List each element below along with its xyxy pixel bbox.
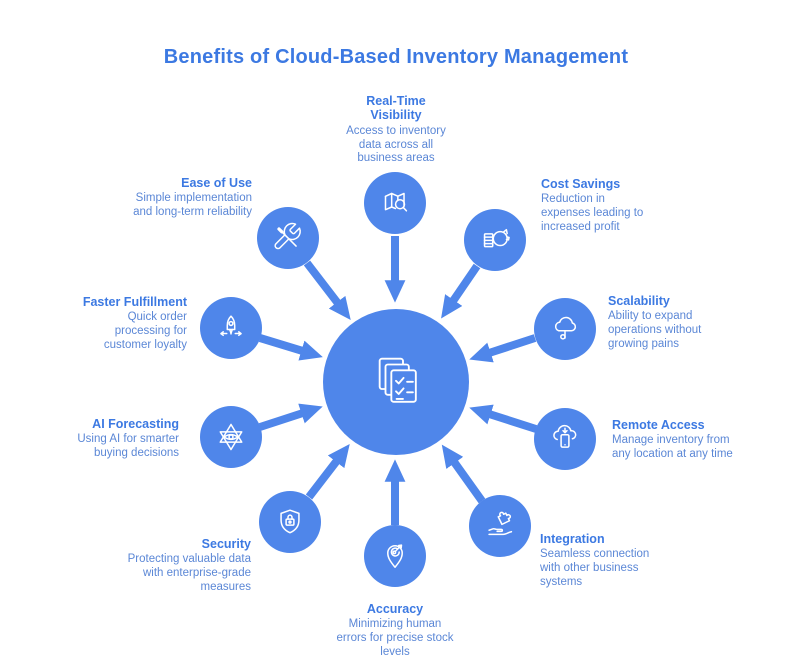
arrow-faster-fulfillment — [258, 334, 323, 361]
ease-of-use-label: Ease of Use Simple implementation and lo… — [118, 176, 252, 220]
security-label: Security Protecting valuable data with e… — [119, 537, 251, 595]
security-circle — [259, 491, 321, 553]
scalability-label: Scalability Ability to expand operations… — [608, 294, 730, 352]
ai-forecasting-label: AI Forecasting Using AI for smarter buyi… — [47, 417, 179, 461]
node-title: Security — [201, 537, 251, 551]
page-title: Benefits of Cloud-Based Inventory Manage… — [163, 46, 629, 68]
center-hub-circle — [323, 309, 469, 455]
integration-label: Integration Seamless connection with oth… — [540, 532, 670, 590]
faster-fulfillment-label: Faster Fulfillment Quick order processin… — [69, 295, 187, 353]
real-time-visibility-label: Real-Time Visibility Access to inventory… — [340, 94, 452, 166]
crossed-tools-icon — [274, 222, 301, 250]
cloud-device-download-icon — [553, 424, 577, 448]
arrow-security — [305, 444, 350, 500]
node-title: Remote Access — [612, 418, 705, 432]
node-desc: Manage inventory from any location at an… — [612, 434, 733, 461]
node-desc: Protecting valuable data with enterprise… — [127, 553, 251, 593]
checklist-documents-icon — [378, 357, 417, 403]
cost-savings-label: Cost Savings Reduction in expenses leadi… — [541, 177, 653, 235]
target-pin-icon — [387, 544, 403, 568]
arrow-scalability — [469, 334, 537, 363]
rocket-launch-icon — [220, 315, 242, 337]
remote-access-circle — [534, 408, 596, 470]
node-desc: Seamless connection with other business … — [540, 548, 650, 588]
arrow-remote-access — [469, 404, 538, 433]
node-desc: Quick order processing for customer loya… — [103, 311, 187, 351]
node-title: AI Forecasting — [92, 417, 179, 431]
hand-puzzle-icon — [488, 511, 513, 536]
node-desc: Ability to expand operations without gro… — [608, 310, 702, 350]
shield-lock-icon — [280, 509, 300, 534]
scalability-circle — [534, 298, 596, 360]
ease-of-use-circle — [257, 207, 319, 269]
ai-forecasting-circle — [200, 406, 262, 468]
node-title: Accuracy — [366, 602, 424, 616]
arrow-cost-savings — [441, 263, 481, 319]
node-desc: Minimizing human errors for precise stoc… — [336, 618, 454, 658]
accuracy-label: Accuracy Minimizing human errors for pre… — [333, 602, 457, 659]
faster-fulfillment-circle — [200, 297, 262, 359]
remote-access-label: Remote Access Manage inventory from any … — [612, 418, 736, 462]
node-title: Real-Time Visibility — [366, 94, 426, 123]
node-title: Scalability — [608, 294, 670, 308]
node-desc: Using AI for smarter buying decisions — [77, 433, 179, 460]
integration-circle — [469, 495, 531, 557]
arrow-ai-forecasting — [258, 403, 323, 431]
node-title: Faster Fulfillment — [82, 295, 187, 309]
node-title: Ease of Use — [181, 176, 252, 190]
hexagram-eye-icon — [219, 423, 243, 451]
map-search-icon — [384, 192, 408, 212]
cloud-growth-icon — [554, 316, 577, 340]
arrow-ease-of-use — [303, 260, 351, 320]
real-time-visibility-circle — [364, 172, 426, 234]
cost-savings-circle — [464, 209, 526, 271]
node-desc: Access to inventory data across all busi… — [346, 124, 446, 165]
node-desc: Reduction in expenses leading to increas… — [541, 193, 644, 233]
node-desc: Simple implementation and long-term reli… — [133, 192, 252, 219]
node-title: Cost Savings — [541, 177, 621, 191]
piggy-bank-coins-icon — [483, 228, 510, 248]
arrow-integration — [441, 444, 486, 504]
node-title: Integration — [540, 532, 605, 546]
accuracy-circle — [364, 525, 426, 587]
